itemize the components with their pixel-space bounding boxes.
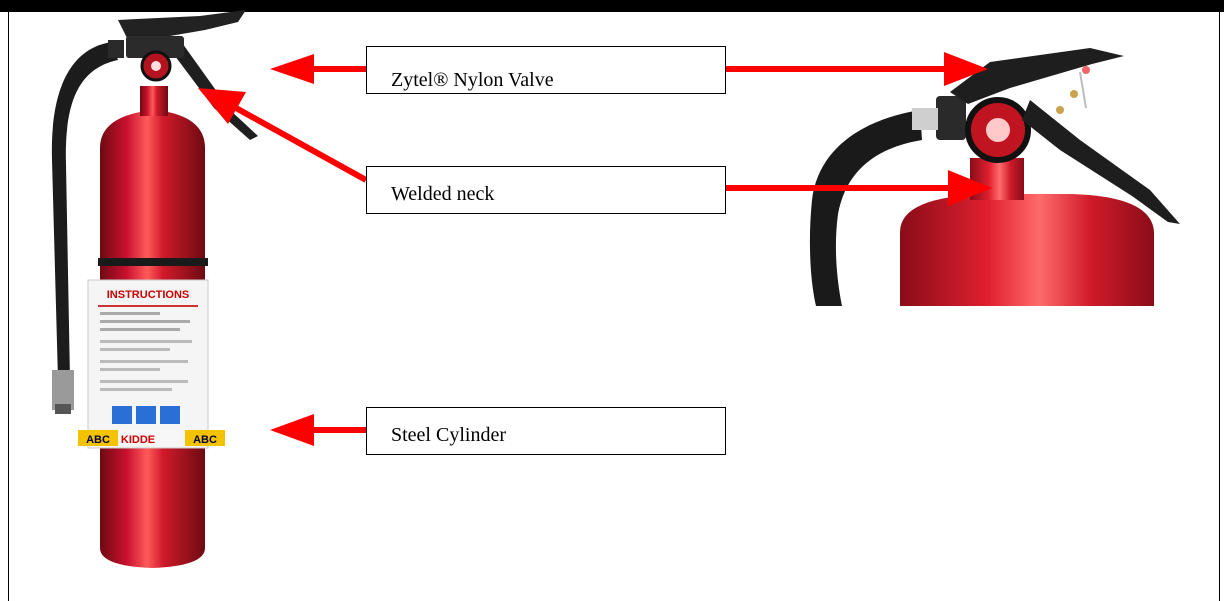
cylinder-label-box: Steel Cylinder [366, 407, 726, 455]
hose [51, 42, 119, 380]
label-heading: INSTRUCTIONS [107, 289, 190, 301]
class-rating-left: ABC [86, 434, 110, 446]
valve-closeup [800, 18, 1192, 308]
annotation-arrows [198, 52, 992, 446]
top-border [0, 0, 1224, 12]
valve-label-box: Zytel® Nylon Valve [366, 46, 726, 94]
valve-label: Zytel® Nylon Valve [391, 69, 554, 91]
closeup-hose [809, 110, 922, 306]
fire-extinguisher-full: INSTRUCTIONS ABC KIDDE ABC [51, 10, 258, 568]
class-rating-right: ABC [193, 434, 217, 446]
right-border [1219, 12, 1220, 601]
left-border [8, 12, 9, 601]
cylinder-neck [140, 86, 168, 116]
closeup-cylinder [900, 194, 1154, 306]
brand-label: KIDDE [121, 434, 155, 446]
neck-label-box: Welded neck [366, 166, 726, 214]
neck-label: Welded neck [391, 183, 495, 205]
hose-nozzle [52, 370, 74, 410]
instruction-label: INSTRUCTIONS [87, 279, 209, 449]
closeup-neck [970, 158, 1024, 200]
cylinder-label: Steel Cylinder [391, 424, 506, 446]
